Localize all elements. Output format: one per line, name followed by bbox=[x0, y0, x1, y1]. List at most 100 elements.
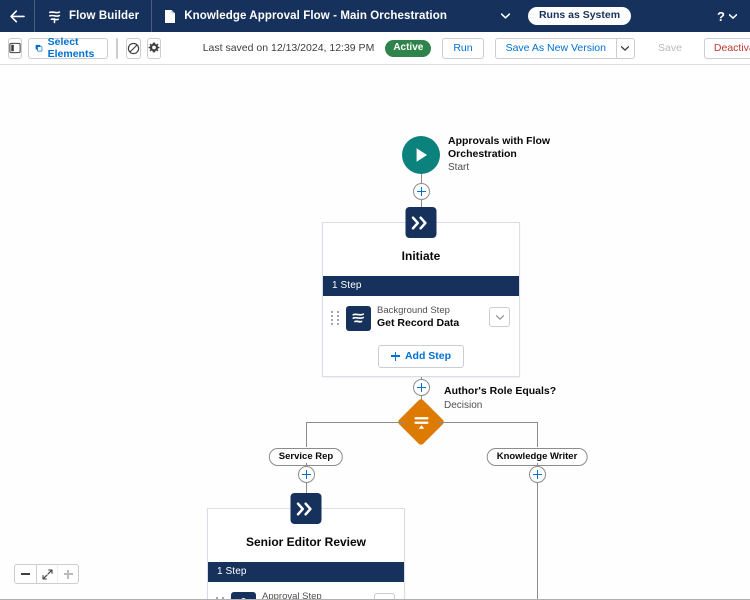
background-step-glyph bbox=[352, 313, 365, 323]
save-as-new-version-button[interactable]: Save As New Version bbox=[494, 37, 616, 59]
decision-filter-glyph bbox=[413, 416, 429, 429]
background-step-icon bbox=[346, 306, 371, 331]
select-elements-label: Select Elements bbox=[47, 36, 95, 60]
decision-subtitle: Decision bbox=[444, 399, 483, 411]
connector-right-branch-upper bbox=[537, 463, 538, 467]
flow-title-group: Knowledge Approval Flow - Main Orchestra… bbox=[152, 0, 641, 32]
header-divider-1 bbox=[34, 0, 35, 32]
decision-title: Author's Role Equals? bbox=[444, 385, 557, 397]
step-menu-button[interactable] bbox=[374, 593, 395, 599]
arrow-left-icon bbox=[9, 9, 25, 22]
step-menu-button[interactable] bbox=[489, 307, 510, 327]
drag-handle-icon[interactable] bbox=[331, 311, 340, 325]
run-button[interactable]: Run bbox=[442, 37, 484, 59]
flow-toolbar: Select Elements bbox=[0, 32, 750, 65]
document-icon bbox=[165, 9, 176, 23]
gear-icon bbox=[148, 42, 160, 53]
step-text: Approval Step Assign to Senior Editors P… bbox=[262, 591, 368, 600]
step-text: Background Step Get Record Data bbox=[377, 305, 483, 330]
toggle-left-panel-button[interactable] bbox=[8, 37, 22, 59]
fit-to-view-button[interactable] bbox=[36, 565, 57, 583]
flow-builder-app-link[interactable]: Flow Builder bbox=[35, 0, 151, 32]
stage-step-count: 1 Step bbox=[323, 276, 519, 296]
zoom-in-button[interactable] bbox=[57, 565, 78, 583]
decision-node[interactable] bbox=[396, 397, 446, 447]
decision-labels: Author's Role Equals? Decision bbox=[444, 385, 604, 412]
connector-decision-right-vertical bbox=[537, 422, 538, 447]
chevron-down-icon bbox=[621, 45, 630, 51]
chevron-down-icon bbox=[495, 314, 504, 320]
flow-canvas[interactable]: Approvals with Flow Orchestration Start … bbox=[0, 65, 750, 600]
step-type: Background Step bbox=[377, 305, 450, 316]
add-step-label: Add Step bbox=[404, 350, 452, 362]
stage-title: Initiate bbox=[401, 249, 441, 263]
runs-as-badge[interactable]: Runs as System bbox=[527, 6, 632, 26]
flow-title: Knowledge Approval Flow - Main Orchestra… bbox=[184, 10, 447, 22]
stage-icon bbox=[290, 493, 322, 524]
add-element-button-4[interactable] bbox=[529, 466, 546, 483]
help-menu-button[interactable]: ? bbox=[717, 9, 750, 24]
block-icon bbox=[127, 42, 139, 54]
decision-filter-icon bbox=[404, 405, 438, 439]
start-node-labels: Approvals with Flow Orchestration Start bbox=[448, 135, 588, 174]
start-node[interactable]: Approvals with Flow Orchestration Start bbox=[402, 135, 550, 174]
stage-title: Senior Editor Review bbox=[245, 535, 367, 549]
connector-decision-left-vertical bbox=[306, 422, 307, 447]
flow-builder-icon bbox=[49, 10, 61, 23]
undo-icon bbox=[117, 43, 118, 54]
save-as-new-version-group: Save As New Version bbox=[494, 37, 635, 59]
zoom-out-button[interactable] bbox=[15, 565, 36, 583]
help-label: ? bbox=[717, 8, 725, 24]
stage-icon bbox=[405, 207, 437, 238]
connector-initiate-to-decision-upper bbox=[421, 377, 422, 379]
start-node-subtitle: Start bbox=[448, 162, 470, 173]
save-as-new-version-menu-button[interactable] bbox=[615, 37, 635, 59]
play-icon bbox=[416, 148, 427, 162]
drag-handle-icon[interactable] bbox=[216, 597, 225, 599]
step-name: Get Record Data bbox=[377, 317, 460, 329]
select-elements-button[interactable]: Select Elements bbox=[28, 36, 108, 60]
plus-icon bbox=[390, 351, 400, 361]
connector-decision-left-horizontal bbox=[306, 422, 405, 423]
select-elements-icon bbox=[35, 44, 43, 52]
start-node-title: Approvals with Flow Orchestration bbox=[448, 135, 551, 160]
connector-right-branch-lower bbox=[537, 483, 538, 599]
undo-button[interactable] bbox=[117, 38, 118, 59]
approval-stamp-icon bbox=[231, 592, 256, 599]
undo-redo-group bbox=[115, 37, 118, 59]
flow-settings-button[interactable] bbox=[146, 37, 161, 59]
approval-stamp-glyph bbox=[241, 598, 246, 599]
start-node-circle bbox=[402, 136, 440, 174]
step-row[interactable]: Background Step Get Record Data bbox=[323, 296, 519, 337]
connector-left-branch-upper bbox=[306, 463, 307, 467]
zoom-controls bbox=[14, 564, 79, 584]
add-element-button-2[interactable] bbox=[413, 379, 430, 396]
stage-card-initiate[interactable]: Initiate 1 Step Background Step Get Reco… bbox=[322, 207, 520, 380]
deactivate-button[interactable]: Deactivate bbox=[703, 37, 750, 59]
header-divider-2 bbox=[151, 0, 153, 32]
global-header: Flow Builder Knowledge Approval Flow - M… bbox=[0, 0, 750, 32]
step-row[interactable]: Approval Step Assign to Senior Editors P… bbox=[208, 582, 404, 600]
last-saved-text: Last saved on 12/13/2024, 12:39 PM bbox=[202, 42, 375, 54]
double-chevron-icon bbox=[411, 215, 427, 230]
chevron-down-icon bbox=[500, 13, 510, 19]
connector-decision-right-horizontal bbox=[437, 422, 537, 423]
add-element-button-1[interactable] bbox=[413, 183, 430, 200]
add-step-button[interactable]: Add Step bbox=[377, 345, 465, 368]
app-label: Flow Builder bbox=[69, 10, 140, 22]
minus-icon bbox=[21, 573, 30, 575]
save-button: Save bbox=[645, 37, 694, 59]
status-badge: Active bbox=[385, 39, 432, 57]
stage-card-senior-editor-review[interactable]: Senior Editor Review 1 Step Approval Ste… bbox=[207, 493, 405, 600]
flow-title-menu-button[interactable] bbox=[500, 13, 510, 19]
back-button[interactable] bbox=[0, 0, 34, 32]
add-step-container: Add Step bbox=[323, 337, 519, 380]
debug-block-button[interactable] bbox=[125, 37, 141, 59]
step-type: Approval Step bbox=[262, 591, 322, 600]
plus-icon bbox=[63, 569, 73, 579]
fit-to-view-icon bbox=[41, 568, 53, 580]
chevron-down-icon bbox=[729, 13, 737, 19]
double-chevron-icon bbox=[296, 501, 312, 516]
add-element-button-3[interactable] bbox=[298, 466, 315, 483]
